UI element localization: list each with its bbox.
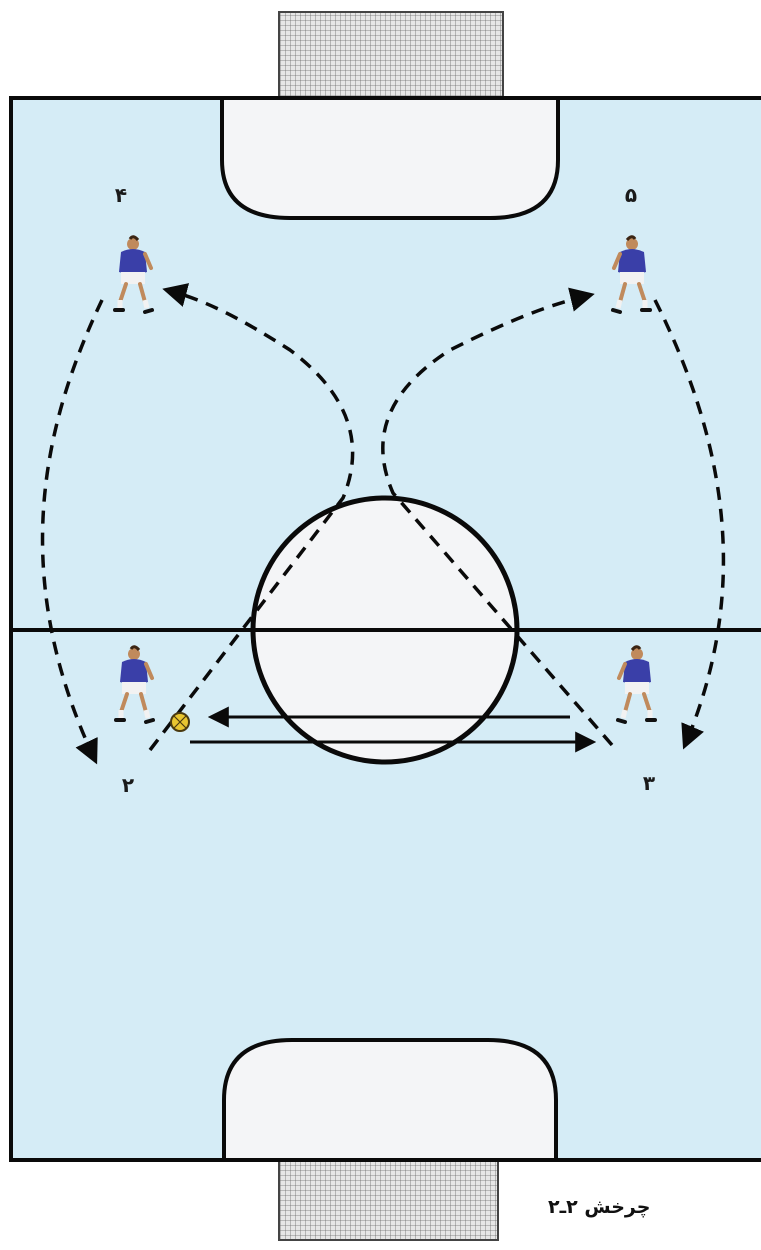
bottom-penalty-area [224, 1040, 556, 1160]
player-4-number: ۴ [115, 183, 127, 207]
player-3-number: ۳ [643, 771, 655, 795]
player-2-number: ۲ [122, 773, 134, 797]
bottom-goal-net [279, 1160, 498, 1240]
ball [171, 713, 189, 731]
top-goal-net [279, 12, 503, 98]
top-penalty-area [222, 98, 558, 218]
player-5-number: ۵ [625, 183, 637, 207]
figure-caption: چرخش ۲ـ۲ [548, 1196, 650, 1218]
